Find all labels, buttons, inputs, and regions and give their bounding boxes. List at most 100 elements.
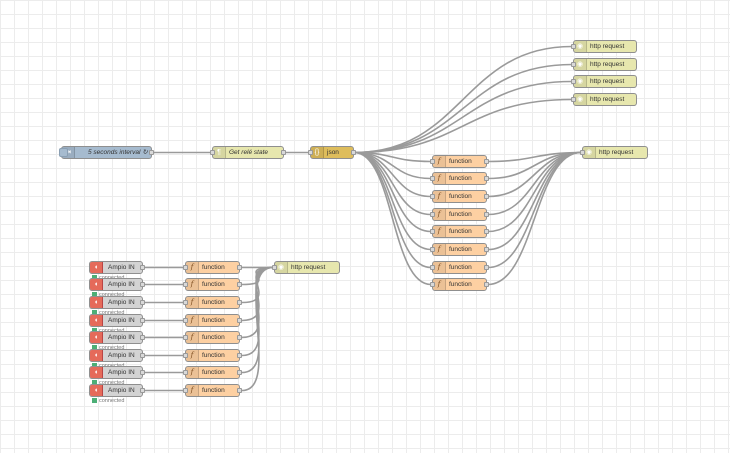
- output-port[interactable]: [140, 282, 145, 287]
- http-request-node-bottom[interactable]: ◉http request: [272, 261, 340, 274]
- output-port[interactable]: [140, 370, 145, 375]
- output-port[interactable]: [484, 282, 489, 287]
- output-port[interactable]: [237, 335, 242, 340]
- wire[interactable]: [353, 45, 573, 154]
- wire[interactable]: [241, 266, 274, 392]
- wire[interactable]: [353, 151, 432, 251]
- output-port[interactable]: [484, 159, 489, 164]
- input-port[interactable]: [183, 353, 188, 358]
- http-request-node-main[interactable]: ◉http request: [580, 146, 648, 159]
- http-request-node-4[interactable]: ◉http request: [571, 93, 637, 106]
- ampio-in-node-2[interactable]: ◖Ampio IN: [89, 278, 145, 291]
- wire[interactable]: [487, 151, 582, 198]
- input-port[interactable]: [571, 44, 576, 49]
- input-port[interactable]: [210, 150, 215, 155]
- output-port[interactable]: [237, 300, 242, 305]
- input-port[interactable]: [430, 176, 435, 181]
- input-port[interactable]: [580, 150, 585, 155]
- http-request-node-2[interactable]: ◉http request: [571, 58, 637, 71]
- wire[interactable]: [353, 151, 432, 269]
- input-port[interactable]: [430, 212, 435, 217]
- wire[interactable]: [487, 151, 582, 286]
- input-port[interactable]: [430, 159, 435, 164]
- output-port[interactable]: [140, 265, 145, 270]
- wire[interactable]: [353, 151, 432, 286]
- input-port[interactable]: [430, 229, 435, 234]
- output-port[interactable]: [484, 265, 489, 270]
- output-port[interactable]: [149, 150, 154, 155]
- input-port[interactable]: [308, 150, 313, 155]
- http-request-node-3[interactable]: ◉http request: [571, 75, 637, 88]
- output-port[interactable]: [237, 370, 242, 375]
- inject-button[interactable]: [59, 148, 68, 157]
- wire[interactable]: [487, 151, 582, 269]
- inject-node[interactable]: ⇥5 seconds interval ↻: [59, 146, 154, 159]
- input-port[interactable]: [183, 370, 188, 375]
- input-port[interactable]: [183, 318, 188, 323]
- input-port[interactable]: [571, 79, 576, 84]
- wire[interactable]: [353, 151, 432, 198]
- input-port[interactable]: [571, 62, 576, 67]
- ampio-in-node-3[interactable]: ◖Ampio IN: [89, 296, 145, 309]
- output-port[interactable]: [140, 353, 145, 358]
- globe-icon: ◉: [574, 94, 587, 105]
- input-port[interactable]: [430, 282, 435, 287]
- output-port[interactable]: [484, 212, 489, 217]
- wire[interactable]: [487, 151, 582, 251]
- wire[interactable]: [353, 80, 573, 154]
- output-port[interactable]: [484, 176, 489, 181]
- output-port[interactable]: [140, 388, 145, 393]
- output-port[interactable]: [237, 318, 242, 323]
- output-port[interactable]: [484, 229, 489, 234]
- output-port[interactable]: [237, 282, 242, 287]
- output-port[interactable]: [140, 318, 145, 323]
- output-port[interactable]: [351, 150, 356, 155]
- wire[interactable]: [353, 98, 573, 154]
- ampio-in-node-6[interactable]: ◖Ampio IN: [89, 349, 145, 362]
- output-port[interactable]: [281, 150, 286, 155]
- input-port[interactable]: [183, 282, 188, 287]
- output-port[interactable]: [237, 353, 242, 358]
- ampio-in-node-1[interactable]: ◖Ampio IN: [89, 261, 145, 274]
- input-port[interactable]: [430, 265, 435, 270]
- template-node[interactable]: ¶Get relé state: [210, 146, 286, 159]
- input-port[interactable]: [183, 388, 188, 393]
- input-port[interactable]: [183, 300, 188, 305]
- input-port[interactable]: [272, 265, 277, 270]
- ampio-in-node-7[interactable]: ◖Ampio IN: [89, 366, 145, 379]
- output-port[interactable]: [140, 300, 145, 305]
- output-port[interactable]: [140, 335, 145, 340]
- output-port[interactable]: [484, 247, 489, 252]
- wire[interactable]: [353, 63, 573, 154]
- json-node[interactable]: {}json: [308, 146, 356, 159]
- output-port[interactable]: [237, 388, 242, 393]
- ampio-in-node-4[interactable]: ◖Ampio IN: [89, 314, 145, 327]
- input-port[interactable]: [183, 335, 188, 340]
- http-request-node-1[interactable]: ◉http request: [571, 40, 637, 53]
- input-port[interactable]: [430, 247, 435, 252]
- output-port[interactable]: [484, 194, 489, 199]
- ampio-in-node-5[interactable]: ◖Ampio IN: [89, 331, 145, 344]
- output-port[interactable]: [237, 265, 242, 270]
- input-port[interactable]: [571, 97, 576, 102]
- ampio-in-node-8[interactable]: ◖Ampio IN: [89, 384, 145, 397]
- input-port[interactable]: [183, 265, 188, 270]
- input-port[interactable]: [430, 194, 435, 199]
